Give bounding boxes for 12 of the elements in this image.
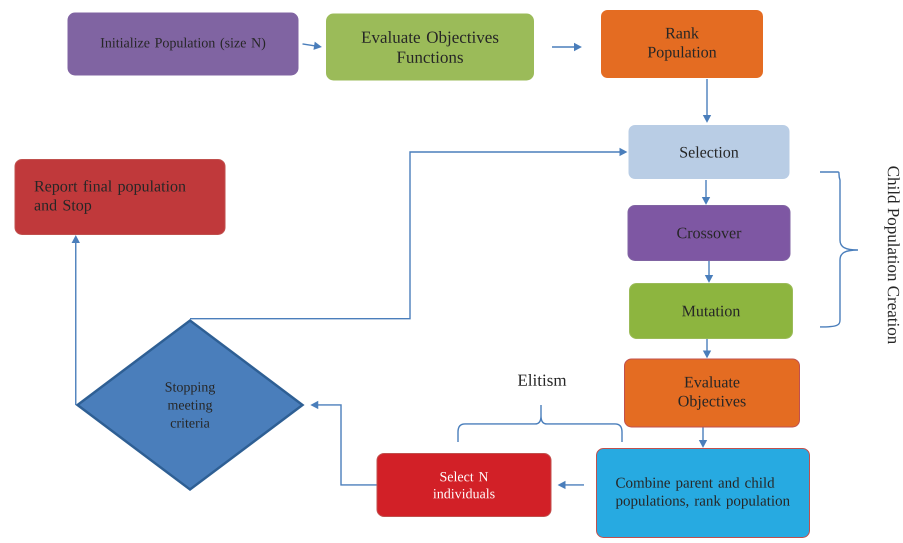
process-box: Rank Population <box>600 9 764 79</box>
annotation-label: Child Population Creation <box>884 166 900 344</box>
process-box: Evaluate Objectives <box>624 358 800 428</box>
process-box: Crossover <box>628 205 790 261</box>
process-box: Mutation <box>629 283 793 339</box>
process-box: Initialize Population (size N) <box>68 12 298 76</box>
process-box: Select N individuals <box>376 452 552 517</box>
process-box: Evaluate Objectives Functions <box>326 14 534 80</box>
annotation-label: Elitism <box>518 374 566 386</box>
process-box: Combine parent and child populations, rank population <box>596 448 810 538</box>
process-box: Selection <box>628 124 790 180</box>
process-box: Report final population and Stop <box>14 159 226 235</box>
